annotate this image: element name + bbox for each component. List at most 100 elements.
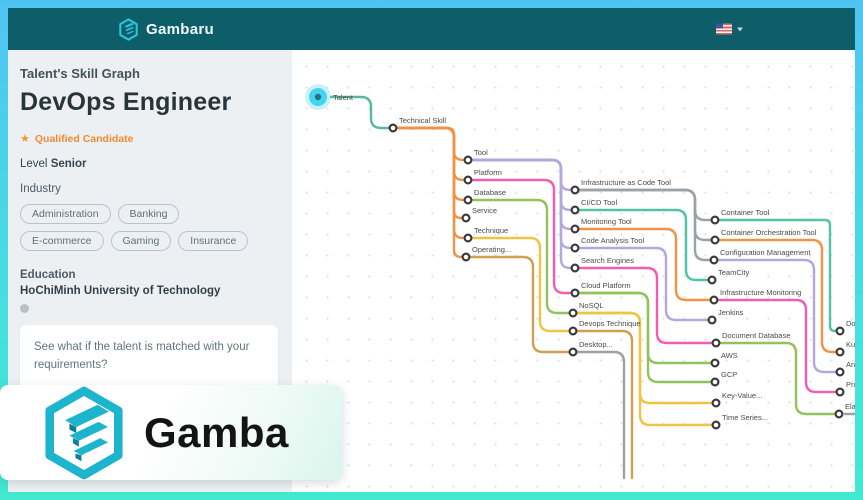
graph-node-time-series[interactable]: Time Series... bbox=[711, 413, 768, 430]
app-header: Gambaru bbox=[8, 8, 855, 50]
graph-node-label: Code Analysis Tool bbox=[581, 236, 645, 245]
graph-node-gcp[interactable]: GCP bbox=[710, 370, 738, 387]
graph-node-technique[interactable]: Technique bbox=[463, 226, 509, 243]
graph-node-label: Configuration Management bbox=[720, 248, 811, 257]
graph-node-label: Platform bbox=[474, 168, 502, 177]
graph-edge bbox=[396, 126, 463, 220]
graph-node-tool[interactable]: Tool bbox=[463, 148, 488, 165]
graph-edge bbox=[578, 246, 709, 322]
industry-label: Industry bbox=[20, 183, 61, 195]
graph-node-label: Pro bbox=[846, 380, 855, 389]
graph-node-doc[interactable]: Doc bbox=[835, 319, 855, 336]
graph-node-desktop[interactable]: Desktop... bbox=[568, 340, 613, 357]
graph-node-key-value[interactable]: Key-Value... bbox=[711, 391, 763, 408]
industry-chip: Administration bbox=[20, 204, 111, 224]
graph-node-kub[interactable]: Kub bbox=[835, 340, 855, 357]
graph-node-label: Infrastructure as Code Tool bbox=[581, 178, 671, 187]
level-value: Senior bbox=[50, 158, 87, 170]
brand-overlay-card: Gamba bbox=[0, 385, 342, 480]
industry-chip: E-commerce bbox=[20, 231, 104, 251]
graph-node-teamcity[interactable]: TeamCity bbox=[707, 268, 750, 285]
overlay-brand-name: Gamba bbox=[144, 408, 289, 456]
page-title: DevOps Engineer bbox=[20, 88, 232, 116]
graph-node-jenkins[interactable]: Jenkins bbox=[707, 308, 744, 325]
industry-chip: Insurance bbox=[178, 231, 249, 251]
graph-edge bbox=[329, 95, 390, 130]
graph-node-code-analysis[interactable]: Code Analysis Tool bbox=[570, 236, 645, 253]
graph-edge bbox=[469, 255, 570, 354]
graph-node-label: Time Series... bbox=[722, 413, 768, 422]
graph-node-document-db[interactable]: Document Database bbox=[711, 331, 791, 348]
gambaru-logo-icon bbox=[119, 17, 138, 41]
graph-node-label: Operating... bbox=[472, 245, 511, 254]
graph-node-label: GCP bbox=[721, 370, 737, 379]
graph-node-label: Key-Value... bbox=[722, 391, 762, 400]
graph-node-label: CI/CD Tool bbox=[581, 198, 617, 207]
language-selector[interactable] bbox=[716, 23, 743, 35]
graph-node-label: Document Database bbox=[722, 331, 790, 340]
education-label: Education bbox=[20, 269, 76, 281]
graph-edge bbox=[471, 198, 570, 315]
graph-edge bbox=[471, 158, 572, 270]
graph-edge bbox=[578, 188, 711, 262]
graph-node-nosql[interactable]: NoSQL bbox=[568, 301, 604, 318]
graph-node-container-tool[interactable]: Container Tool bbox=[710, 208, 770, 225]
graph-node-label: Infrastructure Monitoring bbox=[720, 288, 801, 297]
graph-node-label: NoSQL bbox=[579, 301, 604, 310]
graph-node-label: Jenkins bbox=[718, 308, 744, 317]
graph-node-operating[interactable]: Operating... bbox=[461, 245, 512, 262]
match-question: See what if the talent is matched with y… bbox=[34, 341, 250, 371]
graph-node-label: Container Orchestration Tool bbox=[721, 228, 817, 237]
education-value: HoChiMinh University of Technology bbox=[20, 285, 221, 297]
graph-node-label: Container Tool bbox=[721, 208, 770, 217]
graph-node-label: Ans bbox=[846, 360, 855, 369]
graph-node-ans[interactable]: Ans bbox=[835, 360, 855, 377]
qualified-badge-label: Qualified Candidate bbox=[34, 133, 134, 145]
graph-node-pro[interactable]: Pro bbox=[835, 380, 855, 397]
chevron-down-icon bbox=[737, 27, 743, 31]
graph-node-technical-skill[interactable]: Technical Skill bbox=[388, 116, 447, 133]
graph-node-container-orchestration[interactable]: Container Orchestration Tool bbox=[710, 228, 817, 245]
industry-chip: Banking bbox=[117, 204, 180, 224]
graph-edge bbox=[719, 341, 836, 416]
graph-edge bbox=[576, 311, 713, 427]
graph-node-label: Technique bbox=[474, 226, 508, 235]
graph-node-label: Devops Technique bbox=[579, 319, 641, 328]
graph-node-aws[interactable]: AWS bbox=[710, 351, 738, 368]
industry-chip: Gaming bbox=[110, 231, 172, 251]
graph-node-config-mgmt[interactable]: Configuration Management bbox=[709, 248, 812, 265]
graph-node-cloud-platform[interactable]: Cloud Platform bbox=[570, 281, 631, 298]
graph-node-label: Desktop... bbox=[579, 340, 613, 349]
graph-node-label: Talent bbox=[333, 93, 354, 102]
graph-node-monitoring[interactable]: Monitoring Tool bbox=[570, 217, 632, 234]
qualified-badge: ★ Qualified Candidate bbox=[20, 133, 278, 145]
graph-edge bbox=[578, 227, 711, 302]
star-icon: ★ bbox=[20, 132, 30, 145]
graph-node-database[interactable]: Database bbox=[463, 188, 507, 205]
graph-node-label: AWS bbox=[721, 351, 738, 360]
graph-node-devops-technique[interactable]: Devops Technique bbox=[568, 319, 641, 336]
graph-node-label: Elas bbox=[845, 402, 855, 411]
graph-node-label: Doc bbox=[846, 319, 855, 328]
graph-edge bbox=[718, 238, 837, 354]
graph-node-label: Cloud Platform bbox=[581, 281, 631, 290]
us-flag-icon bbox=[716, 23, 732, 35]
graph-node-cicd[interactable]: CI/CD Tool bbox=[570, 198, 618, 215]
graph-edge bbox=[471, 236, 570, 333]
graph-node-elas[interactable]: Elas bbox=[834, 402, 855, 419]
graph-node-label: Tool bbox=[474, 148, 488, 157]
graph-node-talent[interactable]: Talent bbox=[305, 84, 354, 110]
graph-edge bbox=[578, 266, 713, 345]
graph-node-infra-monitoring[interactable]: Infrastructure Monitoring bbox=[709, 288, 802, 305]
brand-name: Gambaru bbox=[146, 20, 214, 38]
graph-node-search-engines[interactable]: Search Engines bbox=[570, 256, 635, 273]
graph-edge bbox=[471, 178, 572, 295]
graph-edge bbox=[396, 126, 463, 259]
graph-node-service[interactable]: Service bbox=[461, 206, 497, 223]
graph-node-iac[interactable]: Infrastructure as Code Tool bbox=[570, 178, 672, 195]
graph-node-platform[interactable]: Platform bbox=[463, 168, 502, 185]
graph-node-label: TeamCity bbox=[718, 268, 750, 277]
graph-node-label: Database bbox=[474, 188, 506, 197]
